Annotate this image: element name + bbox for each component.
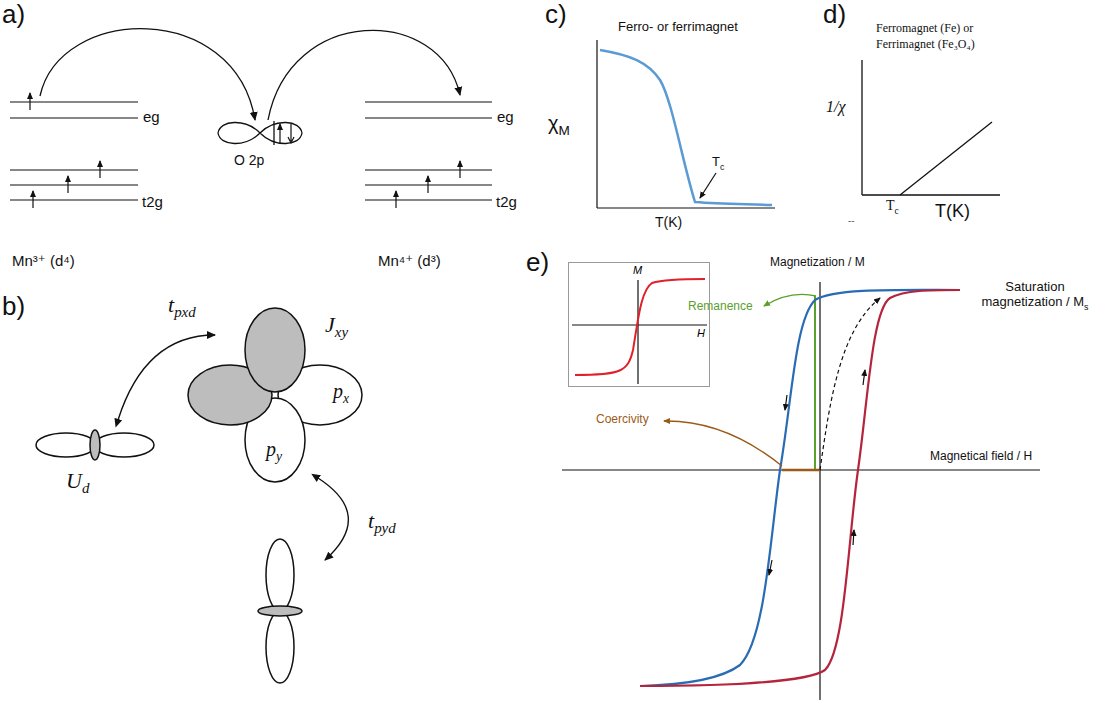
hopping-arrow xyxy=(318,478,348,560)
axis-label: M xyxy=(633,264,642,276)
text-group: -- xyxy=(848,215,855,227)
text-group: Remanence xyxy=(688,300,753,314)
text-group: Mn³⁺ (d⁴) xyxy=(12,252,75,269)
subscript: xy xyxy=(335,324,348,340)
text-group: Jxy xyxy=(325,312,348,342)
label: eg xyxy=(497,108,514,125)
text-group: tpyd xyxy=(368,508,396,538)
label: c) xyxy=(545,0,567,29)
label: t xyxy=(168,292,174,317)
label: p xyxy=(266,438,276,460)
subscript: pxd xyxy=(174,304,196,320)
energy-levels xyxy=(10,102,492,200)
text-group: c) xyxy=(545,0,567,30)
hysteresis-branch xyxy=(640,290,960,686)
label: Ferrimagnet (Fe₃O₄) xyxy=(876,37,975,51)
text-group: Magnetical field / H xyxy=(930,450,1032,464)
text-group: Saturation magnetization / Ms xyxy=(975,280,1095,312)
text-group: Coercivity xyxy=(596,413,649,427)
text-group: d) xyxy=(823,0,846,30)
text-group: Ud xyxy=(66,468,89,498)
text-group: t2g xyxy=(496,193,517,210)
text-group: χM xyxy=(548,112,570,139)
label: T xyxy=(886,198,895,213)
text-group: t2g xyxy=(142,193,163,210)
axis-label: H xyxy=(697,327,705,339)
subscript: d xyxy=(82,480,89,496)
label: -- xyxy=(848,215,855,226)
text-group: Ferro- or ferrimagnet xyxy=(618,20,738,35)
text-group: Tc xyxy=(886,198,899,217)
d-orbital xyxy=(36,430,154,460)
d-orbital xyxy=(258,539,302,683)
label: Magnetization / M xyxy=(770,255,865,269)
susceptibility-curve xyxy=(600,50,772,205)
label: e) xyxy=(526,247,549,277)
text-group: py xyxy=(266,438,282,465)
subscript: x xyxy=(343,391,349,406)
label: Ferromagnet (Fe) or xyxy=(876,21,973,35)
label: Remanence xyxy=(688,299,753,313)
label: Mn⁴⁺ (d³) xyxy=(378,252,441,269)
label: T xyxy=(712,154,720,169)
subscript: c xyxy=(720,162,724,172)
text-group: T(K) xyxy=(655,214,682,230)
subscript: M xyxy=(559,123,570,138)
label: Mn³⁺ (d⁴) xyxy=(12,252,75,269)
text-group: 1/χ xyxy=(826,98,845,116)
text-group: Mn⁴⁺ (d³) xyxy=(378,252,441,269)
label: U xyxy=(66,468,82,493)
electron-spins xyxy=(30,93,460,208)
hopping-arrow xyxy=(118,335,215,420)
hysteresis-branch xyxy=(640,290,960,686)
text-group: e) xyxy=(526,248,549,278)
axes xyxy=(862,60,1000,195)
hop-arrow xyxy=(40,29,255,120)
label: T(K) xyxy=(935,201,970,221)
subscript: y xyxy=(276,449,282,464)
inset-curve xyxy=(575,279,705,375)
axes xyxy=(597,40,775,208)
label: t2g xyxy=(496,193,517,210)
text-group: eg xyxy=(143,108,160,125)
hop-arrow xyxy=(268,30,460,120)
label: p xyxy=(333,380,343,402)
label: b) xyxy=(2,291,25,321)
label: Magnetical field / H xyxy=(930,449,1032,463)
text-group: tpxd xyxy=(168,292,196,322)
label: Ferro- or ferrimagnet xyxy=(618,19,738,34)
p-orbitals xyxy=(188,308,362,482)
text-group: Ferromagnet (Fe) or xyxy=(876,22,973,36)
text-group: Magnetization / M xyxy=(770,256,865,270)
label: O 2p xyxy=(234,152,264,168)
text-group: O 2p xyxy=(234,152,264,168)
text-group: Tc xyxy=(712,155,724,172)
label: 1/χ xyxy=(826,98,845,115)
label: Coercivity xyxy=(596,412,649,426)
text-group: a) xyxy=(2,0,25,30)
label: d) xyxy=(823,0,846,29)
label: eg xyxy=(143,108,160,125)
label: t xyxy=(368,508,374,533)
label: Saturation magnetization / M xyxy=(981,279,1084,309)
text-group: eg xyxy=(497,108,514,125)
axes xyxy=(562,280,1040,700)
text-group: b) xyxy=(2,292,25,322)
inset-box: MH xyxy=(568,262,710,387)
o2p-orbital xyxy=(218,121,302,145)
subscript: c xyxy=(895,206,899,216)
label: a) xyxy=(2,0,25,29)
text-group: Ferrimagnet (Fe₃O₄) xyxy=(876,38,975,52)
subscript: pyd xyxy=(374,520,396,536)
subscript: s xyxy=(1084,302,1088,312)
text-group: T(K) xyxy=(935,201,970,222)
text-group: px xyxy=(333,380,349,407)
label: J xyxy=(325,312,335,337)
label: t2g xyxy=(142,193,163,210)
label: T(K) xyxy=(655,214,682,230)
label: χ xyxy=(548,112,559,134)
